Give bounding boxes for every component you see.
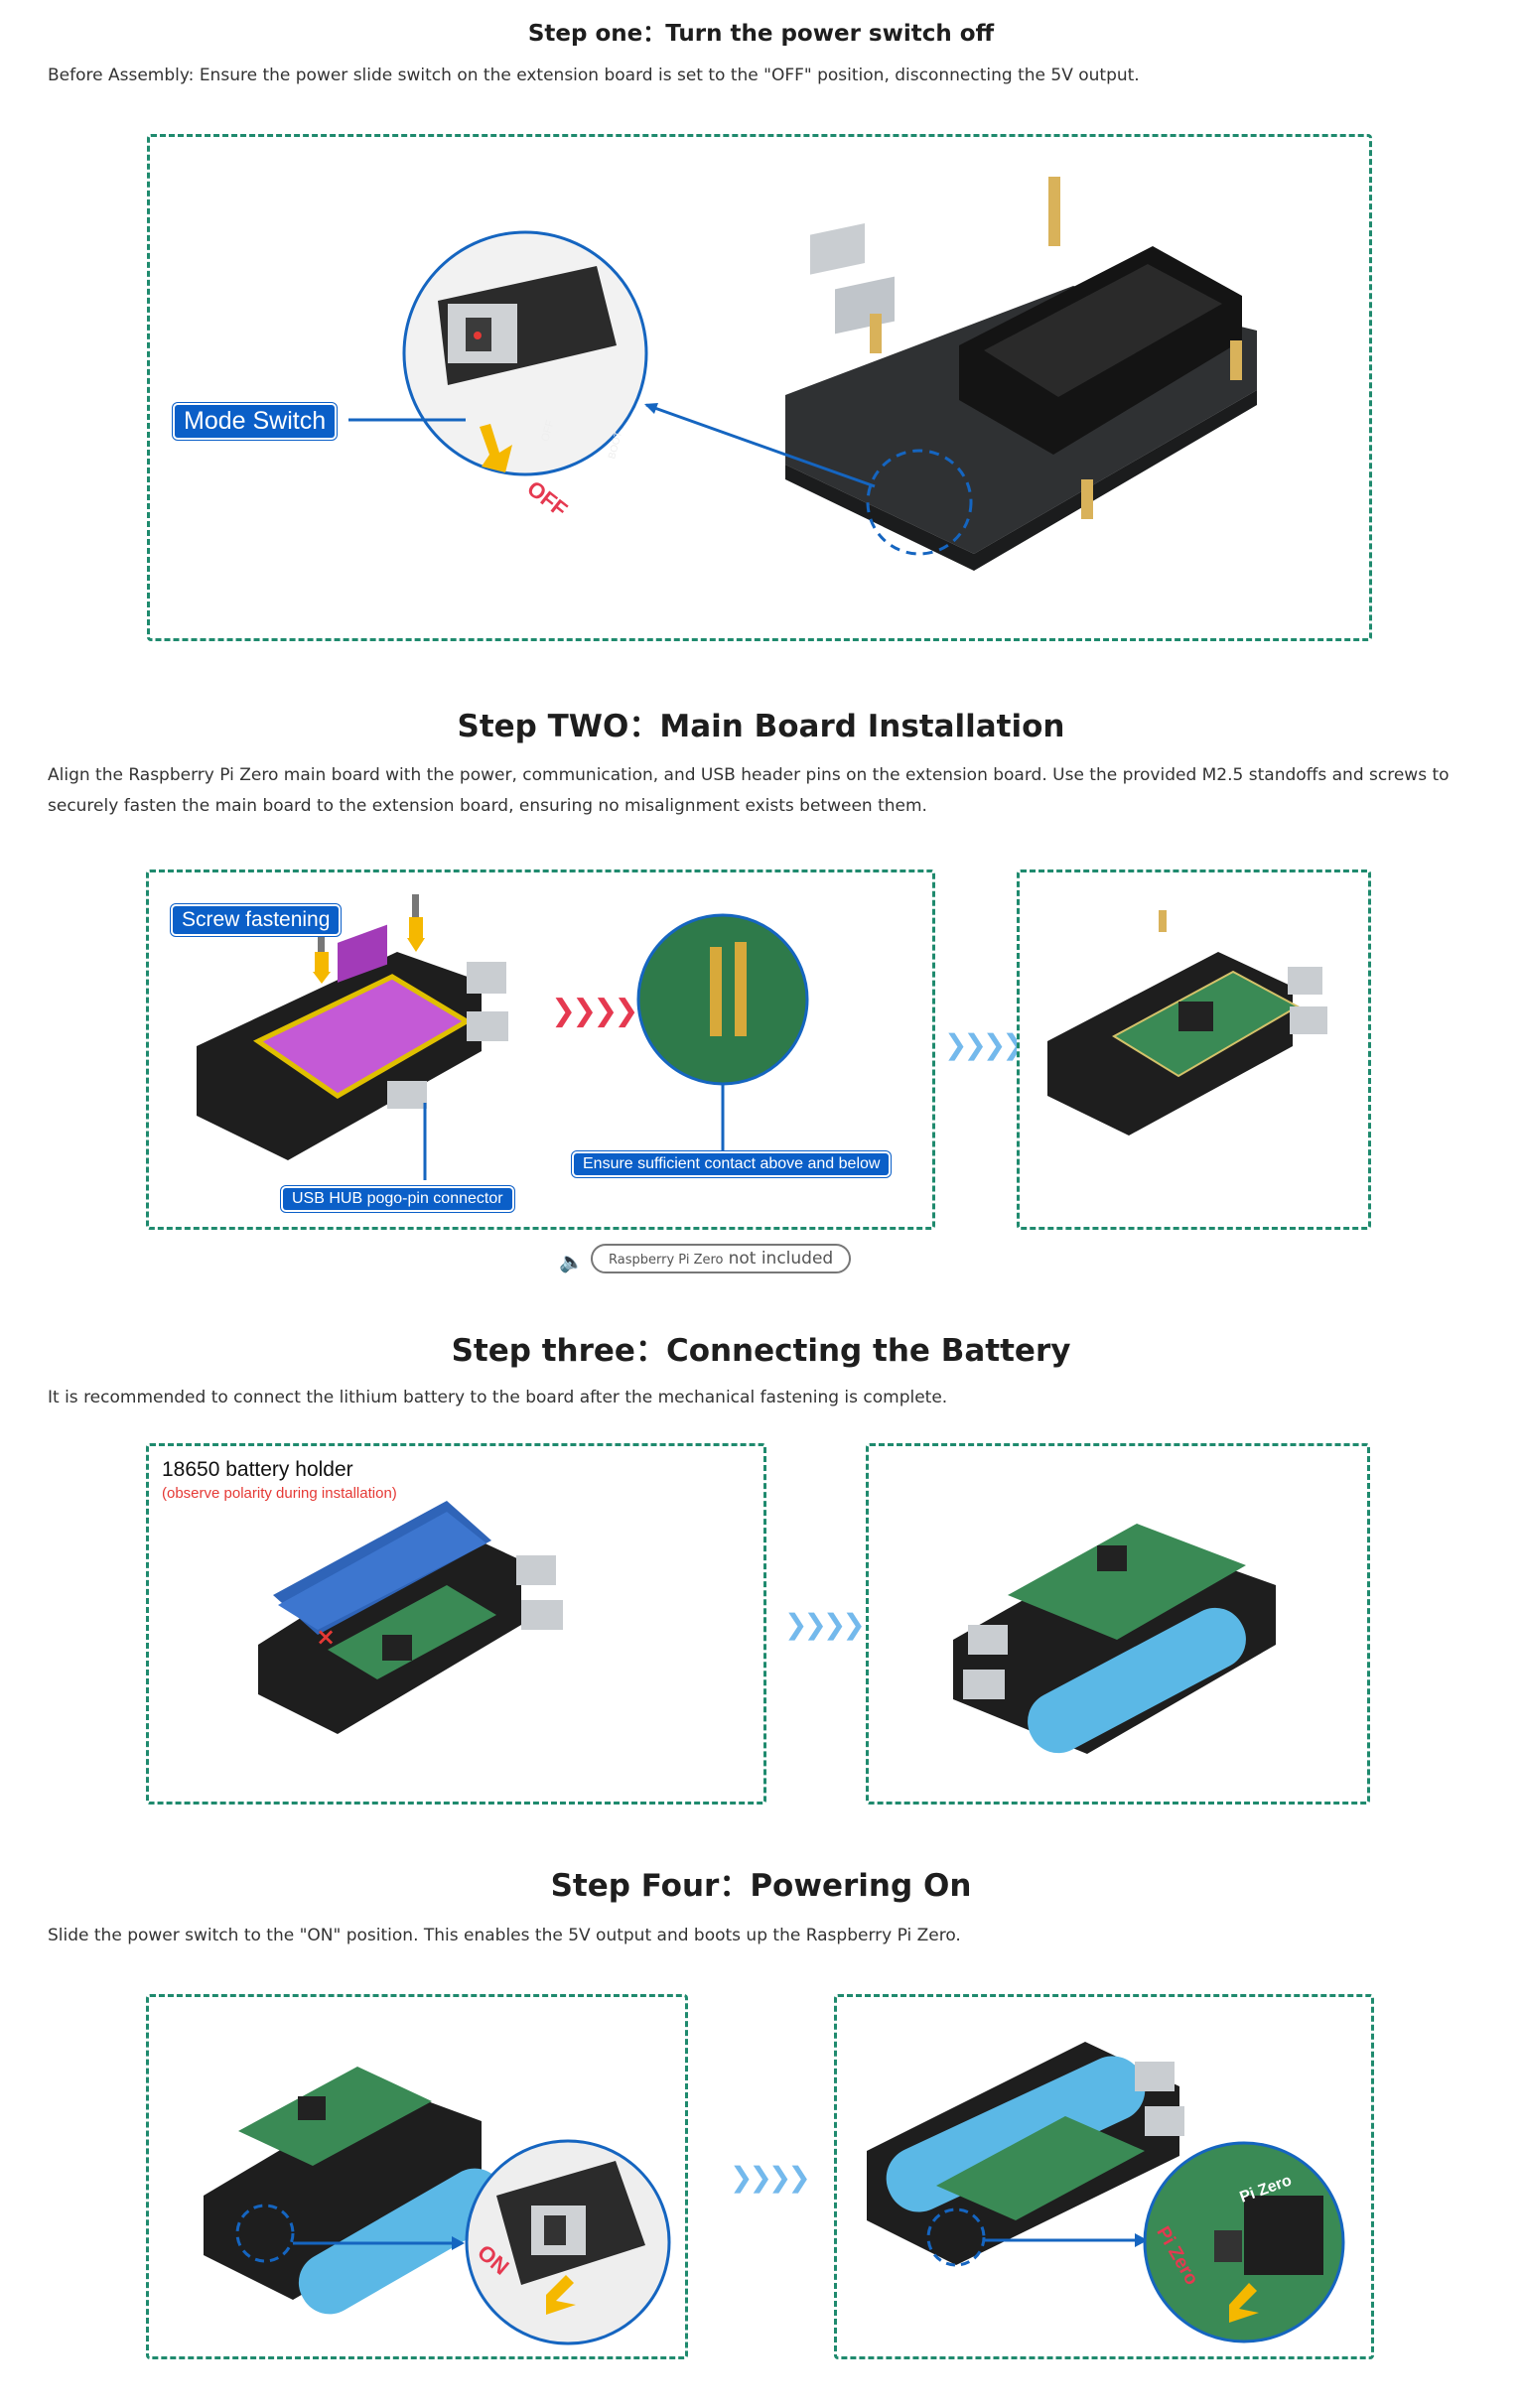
board-install-illustration: [197, 894, 809, 1180]
step-two-left-frame: ❯❯❯❯ Screw fastening USB HUB pogo-pin co…: [146, 870, 935, 1230]
step-three-left-frame: × 18650 battery holder (observe polarity…: [146, 1443, 766, 1805]
speaker-icon: 🔈: [559, 1250, 584, 1273]
step-four-title: Step Four：Powering On: [550, 1868, 972, 1904]
note-small-text: Raspberry Pi Zero: [609, 1253, 724, 1268]
chevron-right-icon: ❯❯❯❯: [944, 1028, 1026, 1061]
step-four-description: Slide the power switch to the "ON" posit…: [48, 1926, 961, 1945]
chevron-right-icon: ❯❯❯❯: [784, 1608, 866, 1641]
mode-switch-tag: Mode Switch: [175, 405, 336, 438]
extension-board-illustration: [348, 177, 1257, 571]
polarity-note: (observe polarity during installation): [162, 1485, 397, 1502]
step-three-description: It is recommended to connect the lithium…: [48, 1388, 948, 1407]
step-three-title: Step three：Connecting the Battery: [451, 1333, 1071, 1369]
powered-board-illustration: [867, 2042, 1345, 2343]
pogo-pin-tag: USB HUB pogo-pin connector: [283, 1188, 512, 1210]
power-on-illustration: [204, 2067, 671, 2345]
battery-holder-illustration: ×: [258, 1501, 563, 1734]
svg-text:×: ×: [316, 1623, 336, 1651]
step-one-description: Before Assembly: Ensure the power slide …: [48, 66, 1140, 85]
screw-fastening-tag: Screw fastening: [173, 906, 340, 934]
step-two-right-frame: [1017, 870, 1371, 1230]
chevron-right-icon: ❯❯❯❯: [730, 2161, 811, 2194]
not-included-pill: Raspberry Pi Zero not included: [591, 1244, 852, 1273]
assembled-board-illustration: [1047, 910, 1327, 1136]
step-two-description: Align the Raspberry Pi Zero main board w…: [48, 765, 1450, 816]
step-four-left-frame: ON OFF: [146, 1994, 688, 2359]
battery-installed-illustration: [953, 1524, 1276, 1754]
battery-holder-label: 18650 battery holder: [162, 1458, 353, 1481]
step-one-image-frame: Mode Switch OFF OFF BOOT: [147, 134, 1372, 641]
step-three-right-frame: [866, 1443, 1370, 1805]
contact-tag: Ensure sufficient contact above and belo…: [574, 1153, 890, 1175]
step-two-title: Step TWO：Main Board Installation: [457, 709, 1065, 744]
step-four-right-frame: Pi Zero Pi Zero: [834, 1994, 1374, 2359]
chevron-right-icon: ❯❯❯❯: [551, 994, 639, 1028]
note-big-text: not included: [728, 1249, 834, 1269]
step-one-title: Step one：Turn the power switch off: [527, 21, 995, 47]
